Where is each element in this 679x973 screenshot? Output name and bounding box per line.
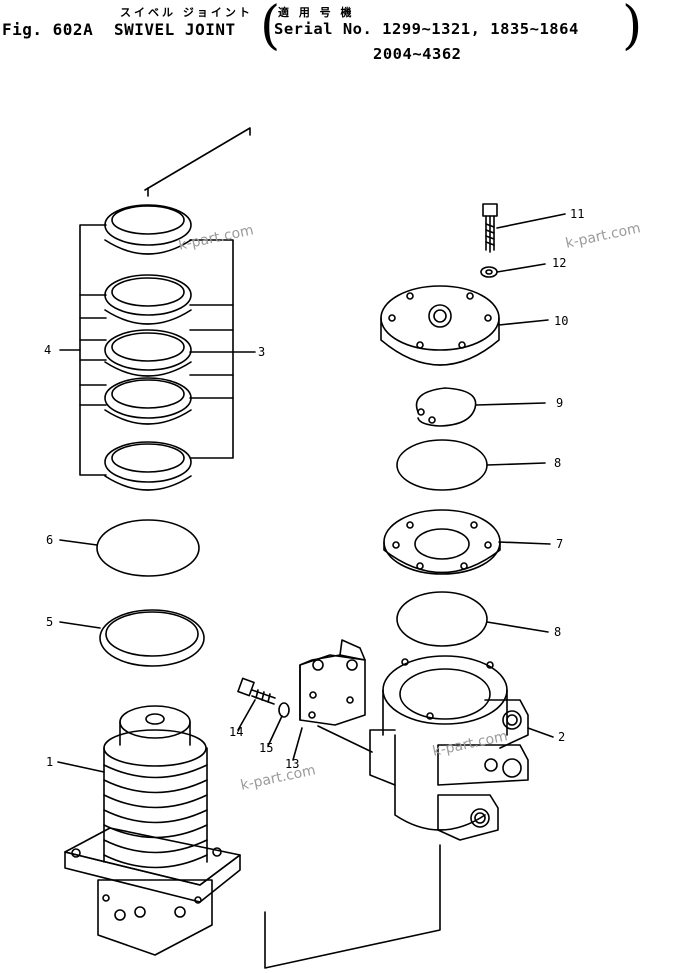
assembly-guide-line-bottom xyxy=(264,844,441,969)
callout-13: 13 xyxy=(285,757,299,771)
bracket-13 xyxy=(299,639,366,726)
washer-12 xyxy=(480,266,498,278)
callout-10: 10 xyxy=(554,314,568,328)
left-bracket: ( xyxy=(260,0,281,56)
callout-5: 5 xyxy=(46,615,53,629)
callout-12: 12 xyxy=(552,256,566,270)
washer-15 xyxy=(278,702,290,718)
callout-7: 7 xyxy=(556,537,563,551)
callout-3: 3 xyxy=(258,345,265,359)
o-ring-8-upper xyxy=(396,439,488,491)
callout-1: 1 xyxy=(46,755,53,769)
applicable-label-japanese: 適 用 号 機 xyxy=(278,6,355,19)
right-bracket: ) xyxy=(622,0,643,56)
callout-15: 15 xyxy=(259,741,273,755)
figure-label: Fig. 602A xyxy=(2,20,94,39)
serial-range-line-1: Serial No. 1299~1321, 1835~1864 xyxy=(274,20,579,38)
title-japanese: スイベル ジョイント xyxy=(120,6,253,19)
o-ring-8-lower xyxy=(396,591,488,647)
swivel-rotor xyxy=(64,705,241,956)
o-ring-6 xyxy=(96,519,200,577)
bolt-14 xyxy=(237,677,276,705)
bolt-11 xyxy=(482,203,498,253)
serial-range-line-2: 2004~4362 xyxy=(373,45,462,63)
bracket-guide-line xyxy=(317,725,373,753)
plate-7 xyxy=(383,509,501,575)
callout-8-lower: 8 xyxy=(554,625,561,639)
callout-14: 14 xyxy=(229,725,243,739)
assembly-guide-line-top-left xyxy=(144,127,251,191)
callout-9: 9 xyxy=(556,396,563,410)
callout-11: 11 xyxy=(570,207,584,221)
callout-4: 4 xyxy=(44,343,51,357)
figure-title: SWIVEL JOINT xyxy=(114,20,236,39)
callout-2: 2 xyxy=(558,730,565,744)
seal-ring-5 xyxy=(99,609,205,667)
swivel-body-2 xyxy=(369,655,529,841)
cover-10 xyxy=(380,285,500,366)
seal-ring-stack xyxy=(104,204,192,491)
callout-6: 6 xyxy=(46,533,53,547)
callout-8-upper: 8 xyxy=(554,456,561,470)
snap-ring-9 xyxy=(415,387,477,427)
